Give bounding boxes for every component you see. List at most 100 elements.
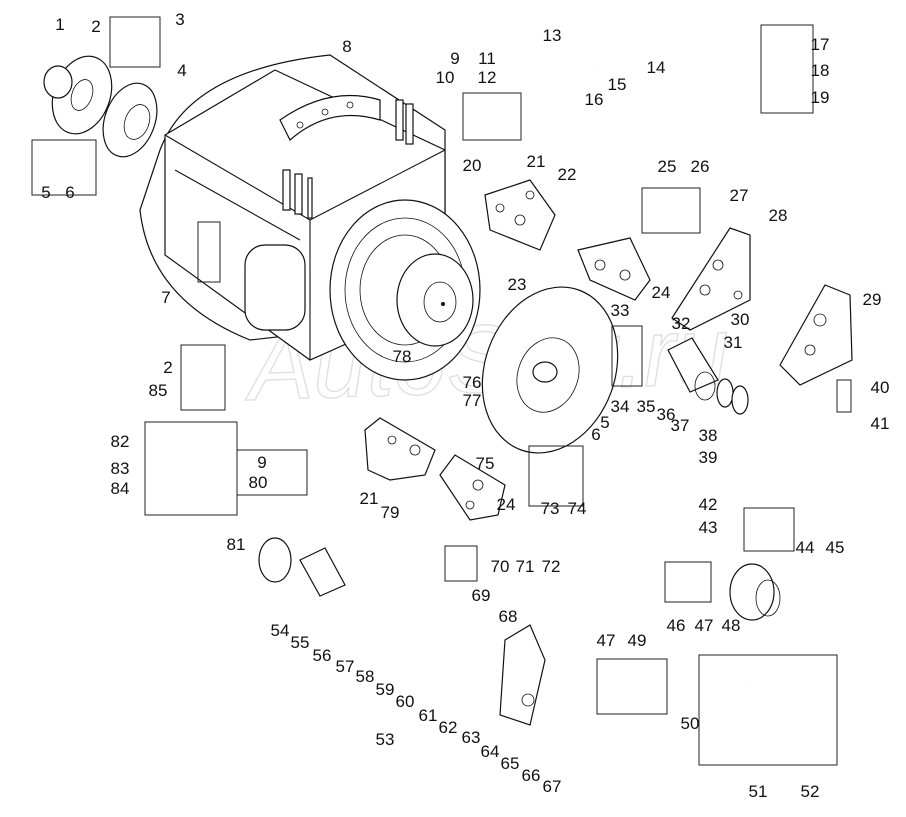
callout-53: 53 bbox=[376, 730, 395, 749]
callout-37: 37 bbox=[671, 416, 690, 435]
callout-39: 39 bbox=[699, 448, 718, 467]
valve-body-65[interactable] bbox=[499, 624, 546, 726]
callout-47: 47 bbox=[597, 631, 616, 650]
callout-73: 73 bbox=[541, 499, 560, 518]
callout-5: 5 bbox=[41, 183, 50, 202]
callout-6: 6 bbox=[591, 425, 600, 444]
callout-80: 80 bbox=[249, 473, 268, 492]
callout-75: 75 bbox=[476, 454, 495, 473]
hose-52[interactable] bbox=[743, 669, 818, 738]
callout-21: 21 bbox=[527, 152, 546, 171]
callout-56: 56 bbox=[313, 646, 332, 665]
callout-84: 84 bbox=[111, 479, 130, 498]
callout-2: 2 bbox=[91, 17, 100, 36]
sleeve-31[interactable] bbox=[667, 337, 749, 415]
bracket-27[interactable] bbox=[671, 227, 751, 331]
callout-31: 31 bbox=[724, 333, 743, 352]
sleeve-81[interactable] bbox=[258, 537, 346, 597]
callout-3: 3 bbox=[175, 10, 184, 29]
bracket-21[interactable] bbox=[484, 179, 556, 251]
callout-43: 43 bbox=[699, 518, 718, 537]
callout-30: 30 bbox=[731, 310, 750, 329]
callout-50: 50 bbox=[681, 714, 700, 733]
callout-49: 49 bbox=[628, 631, 647, 650]
callout-23: 23 bbox=[508, 275, 527, 294]
callout-26: 26 bbox=[691, 157, 710, 176]
callout-79: 79 bbox=[381, 503, 400, 522]
callout-12: 12 bbox=[478, 68, 497, 87]
brake-disc[interactable] bbox=[460, 268, 640, 472]
bracket-24[interactable] bbox=[577, 237, 651, 301]
callout-51: 51 bbox=[749, 782, 768, 801]
callout-62: 62 bbox=[439, 718, 458, 737]
callout-29: 29 bbox=[863, 290, 882, 309]
callout-38: 38 bbox=[699, 426, 718, 445]
flange-4[interactable] bbox=[94, 76, 167, 165]
callout-32: 32 bbox=[672, 314, 691, 333]
callout-83: 83 bbox=[111, 459, 130, 478]
callout-35: 35 bbox=[637, 397, 656, 416]
callout-9: 9 bbox=[450, 49, 459, 68]
callout-21: 21 bbox=[360, 489, 379, 508]
callout-7: 7 bbox=[161, 288, 170, 307]
callout-34: 34 bbox=[611, 397, 630, 416]
callout-63: 63 bbox=[462, 728, 481, 747]
callout-19: 19 bbox=[811, 88, 830, 107]
callout-85: 85 bbox=[149, 381, 168, 400]
callout-22: 22 bbox=[558, 165, 577, 184]
callout-69: 69 bbox=[472, 586, 491, 605]
callout-11: 11 bbox=[478, 49, 496, 68]
callout-44: 44 bbox=[796, 538, 815, 557]
callout-72: 72 bbox=[542, 557, 561, 576]
callout-42: 42 bbox=[699, 495, 718, 514]
callout-47: 47 bbox=[695, 616, 714, 635]
callout-15: 15 bbox=[608, 75, 627, 94]
callout-65: 65 bbox=[501, 754, 520, 773]
callout-67: 67 bbox=[543, 777, 562, 796]
callout-82: 82 bbox=[111, 432, 130, 451]
callout-4: 4 bbox=[177, 61, 186, 80]
callout-70: 70 bbox=[491, 557, 510, 576]
callout-45: 45 bbox=[826, 538, 845, 557]
callout-54: 54 bbox=[271, 621, 290, 640]
callout-8: 8 bbox=[342, 37, 351, 56]
callout-36: 36 bbox=[657, 405, 676, 424]
callout-6: 6 bbox=[65, 183, 74, 202]
callout-13: 13 bbox=[543, 26, 562, 45]
callout-17: 17 bbox=[811, 35, 830, 54]
bracket-24-lower[interactable] bbox=[439, 454, 506, 521]
callout-9: 9 bbox=[257, 453, 266, 472]
callout-78: 78 bbox=[393, 347, 412, 366]
callout-27: 27 bbox=[730, 186, 749, 205]
hose-14[interactable] bbox=[599, 49, 703, 105]
callout-64: 64 bbox=[481, 742, 500, 761]
callout-61: 61 bbox=[419, 706, 438, 725]
callout-68: 68 bbox=[499, 607, 518, 626]
flange-1[interactable] bbox=[42, 48, 122, 142]
callout-77: 77 bbox=[463, 391, 482, 410]
callout-46: 46 bbox=[667, 616, 686, 635]
bracket-21-lower[interactable] bbox=[364, 417, 436, 481]
callout-33: 33 bbox=[611, 301, 630, 320]
callout-57: 57 bbox=[336, 657, 355, 676]
callout-48: 48 bbox=[722, 616, 741, 635]
callout-2: 2 bbox=[163, 358, 172, 377]
group-boxes bbox=[31, 16, 852, 766]
callout-24: 24 bbox=[497, 495, 516, 514]
callout-20: 20 bbox=[463, 156, 482, 175]
sensor-48[interactable] bbox=[729, 563, 781, 621]
callout-52: 52 bbox=[801, 782, 820, 801]
callout-1: 1 bbox=[55, 15, 64, 34]
callout-74: 74 bbox=[568, 499, 587, 518]
output-flange[interactable] bbox=[329, 199, 481, 381]
bracket-29[interactable] bbox=[779, 284, 853, 386]
callout-40: 40 bbox=[871, 378, 890, 397]
callout-55: 55 bbox=[291, 633, 310, 652]
callout-24: 24 bbox=[652, 283, 671, 302]
callout-59: 59 bbox=[376, 680, 395, 699]
callout-41: 41 bbox=[871, 414, 890, 433]
callout-14: 14 bbox=[647, 58, 666, 77]
